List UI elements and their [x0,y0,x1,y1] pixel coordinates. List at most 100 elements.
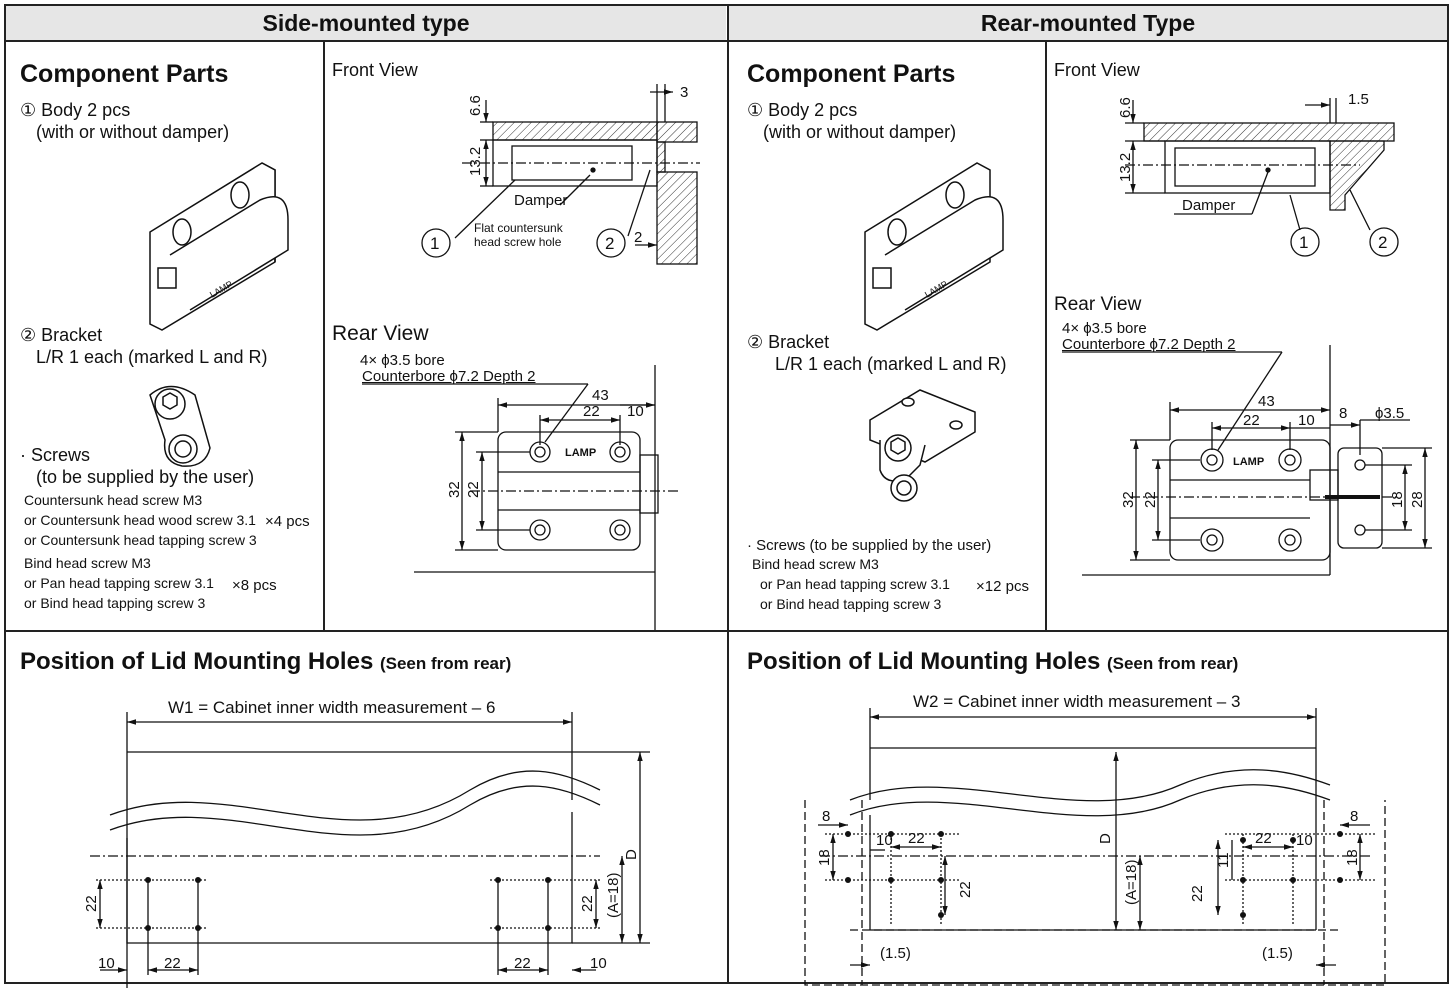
side-component-title: Component Parts [20,60,229,88]
side-front-view-labels: 6.6 13.2 3 2 Damper Flat countersunk hea… [430,84,688,253]
side-screw2-line3: or Bind head tapping screw 3 [24,595,206,611]
side-bracket-note: L/R 1 each (marked L and R) [36,347,268,367]
side-lid-dim-a18: (A=18) [605,873,622,918]
rear-front-view-drawing [1125,98,1399,257]
side-lid-dim-22-right-v: 22 [579,895,596,912]
rear-bracket-illustration [869,389,976,502]
rear-screw-line3: or Bind head tapping screw 3 [760,596,942,612]
rear-bore-note: 4× ϕ3.5 bore [1062,320,1147,337]
rear-lid-dim-d: D [1097,833,1114,844]
side-lid-title-text: Position of Lid Mounting Holes [20,648,374,675]
rear-lid-drawing [804,708,1386,986]
side-lid-dim-22-left: 22 [83,895,100,912]
side-dim-10: 10 [627,403,644,420]
rear-body-illustration: LAMP [864,162,1004,331]
rear-lid-dim-22v-left: 22 [957,881,974,898]
rear-lid-labels: 8 10 22 18 22 8 22 10 22 11 18 D (A=18) … [816,808,1361,962]
rear-dim-13-2: 13.2 [1117,153,1134,182]
rear-dim-32: 32 [1120,491,1137,508]
side-screw2-line2: or Pan head tapping screw 3.1 [24,575,214,591]
rear-screw-qty: ×12 pcs [976,578,1029,595]
rear-dim-28: 28 [1409,491,1426,508]
side-lid-dim-10-right: 10 [590,955,607,972]
rear-dim-18: 18 [1389,491,1406,508]
rear-dim-phi3-5: ϕ3.5 [1375,405,1404,422]
rear-body-label: ① Body 2 pcs [747,100,858,120]
side-bore-note: 4× ϕ3.5 bore [360,352,445,369]
middle-divider [4,630,1449,632]
side-rear-view-drawing [362,365,680,630]
rear-rear-view-drawing [1062,345,1432,576]
rear-counterbore-note: Counterbore ϕ7.2 Depth 2 [1062,336,1236,353]
side-flat-hole-2: head screw hole [474,235,562,249]
rear-lid-dim-18-right: 18 [1344,849,1361,866]
rear-circle-2: 2 [1378,233,1387,252]
header-side-mounted: Side-mounted type [6,6,726,40]
side-screw1-qty: ×4 pcs [265,513,310,530]
rear-lid-dim-a18: (A=18) [1123,860,1140,905]
rear-lid-dim-11-right: 11 [1215,852,1232,868]
side-lid-dim-22-left-h: 22 [164,955,181,972]
rear-rear-view-label: Rear View [1054,294,1142,315]
side-rear-view-labels: 43 22 10 32 22 LAMP [446,387,644,498]
rear-component-title: Component Parts [747,60,956,88]
rear-dim-8: 8 [1339,405,1347,422]
side-screws-label: · Screws [20,445,91,465]
rear-screw-line1: Bind head screw M3 [752,556,879,572]
rear-lid-subtitle: (Seen from rear) [1106,654,1239,673]
rear-lid-dim-1-5-right: (1.5) [1262,945,1293,962]
rear-column-divider [1045,40,1047,630]
rear-dim-43: 43 [1258,393,1275,410]
side-dim-43: 43 [592,387,609,404]
side-lid-dim-d: D [623,849,640,860]
rear-lid-dim-22-right: 22 [1255,830,1272,847]
side-lid-dim-22-right-h: 22 [514,955,531,972]
side-dim-13-2: 13.2 [467,147,484,176]
side-body-label: ① Body 2 pcs [20,100,131,120]
rear-rear-view-labels: 43 22 10 8 ϕ3.5 32 22 18 28 LAMP [1120,393,1426,508]
rear-front-view-labels: 6.6 13.2 1.5 Damper 1 2 [1117,91,1387,252]
side-lid-width-label: W1 = Cabinet inner width measurement – 6 [168,698,496,717]
rear-lid-dim-1-5-left: (1.5) [880,945,911,962]
rear-lid-dim-10-left: 10 [876,832,893,849]
rear-lid-dim-8-right: 8 [1350,808,1358,825]
side-logo: LAMP [565,447,596,459]
side-front-view-label: Front View [332,60,418,80]
side-front-view-drawing [421,84,700,265]
side-circle-2: 2 [605,234,614,253]
rear-front-view-label: Front View [1054,60,1140,80]
rear-dim-1-5: 1.5 [1348,91,1369,108]
side-screw1-line2: or Countersunk head wood screw 3.1 [24,512,256,528]
rear-lid-dim-10-right: 10 [1296,832,1313,849]
rear-lid-title-text: Position of Lid Mounting Holes [747,648,1101,675]
side-dim-22h: 22 [583,403,600,420]
side-column-divider [323,40,325,630]
rear-bracket-note: L/R 1 each (marked L and R) [775,354,1007,374]
rear-damper-label: Damper [1182,197,1235,214]
side-dim-6-6: 6.6 [467,95,484,116]
side-dim-2: 2 [634,229,642,246]
side-body-illustration: LAMP [149,162,289,331]
side-lid-labels: 22 10 22 22 10 22 (A=18) D [83,849,640,972]
rear-lid-title: Position of Lid Mounting Holes (Seen fro… [747,648,1238,676]
side-screw2-qty: ×8 pcs [232,577,277,594]
side-screw1-line1: Countersunk head screw M3 [24,492,203,508]
side-dim-32: 32 [446,481,463,498]
side-screw1-line3: or Countersunk head tapping screw 3 [24,532,257,548]
side-screw2-line1: Bind head screw M3 [24,555,151,571]
side-dim-22v: 22 [465,481,482,498]
rear-dim-6-6: 6.6 [1117,97,1134,118]
rear-logo: LAMP [1233,456,1264,468]
side-bracket-illustration [149,385,211,467]
side-screws-note: (to be supplied by the user) [36,467,255,487]
rear-screw-line2: or Pan head tapping screw 3.1 [760,576,950,592]
side-bracket-label: ② Bracket [20,325,103,345]
header-rear-mounted: Rear-mounted Type [729,6,1447,40]
rear-lid-dim-22-left: 22 [908,830,925,847]
rear-dim-22h: 22 [1243,412,1260,429]
rear-dim-22v: 22 [1142,491,1159,508]
side-lid-drawing [90,712,650,988]
side-lid-subtitle: (Seen from rear) [379,654,512,673]
rear-lid-dim-22v-right: 22 [1189,885,1206,902]
